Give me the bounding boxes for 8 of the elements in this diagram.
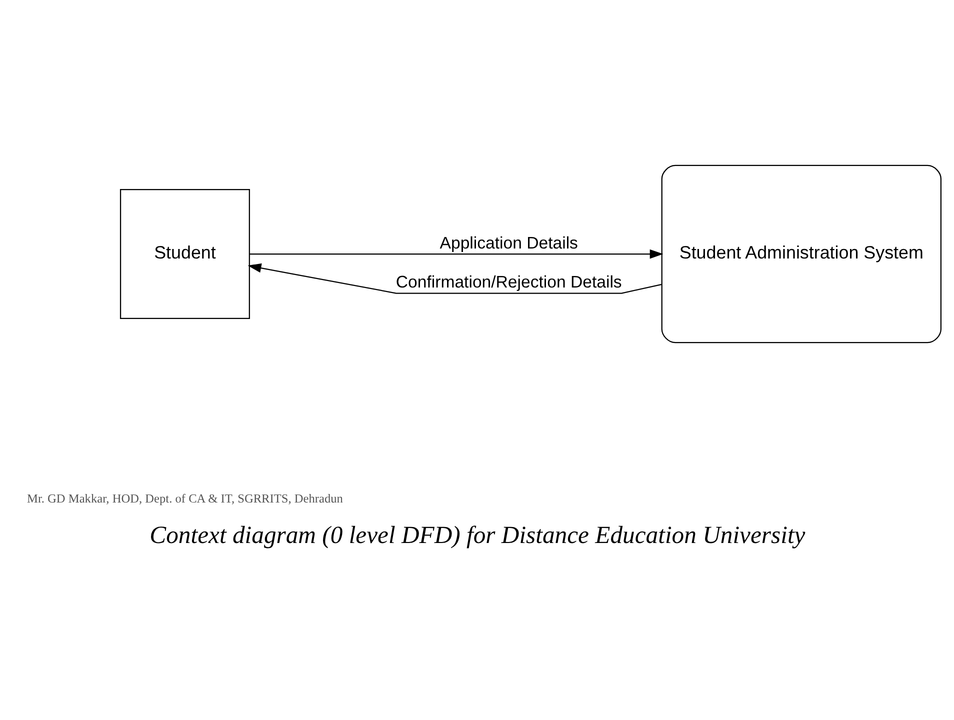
caption: Context diagram (0 level DFD) for Distance Education University: [149, 521, 805, 548]
node-box: Student Administration System: [660, 164, 941, 343]
edge-label: Application Details: [439, 232, 578, 252]
label: Mr. GD Makkar, HOD, Dept. of CA & IT, SGRRITS, Dehradun: [26, 491, 342, 506]
arrow: [247, 262, 662, 294]
node-box: Student: [119, 188, 250, 319]
arrow: [249, 248, 663, 258]
edge-label: Confirmation/Rejection Details: [395, 272, 622, 292]
